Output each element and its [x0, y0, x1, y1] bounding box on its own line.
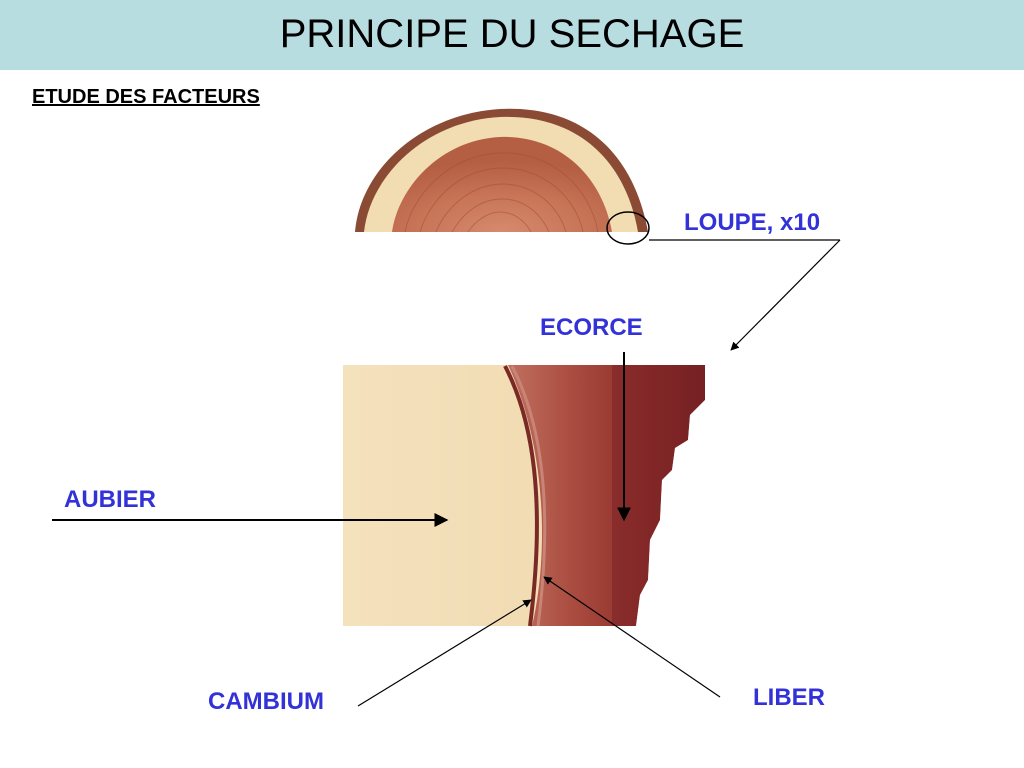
magnifier-circle-icon: [606, 211, 650, 245]
label-ecorce: ECORCE: [540, 314, 643, 341]
loupe-arrow: [730, 239, 841, 351]
slide-title: PRINCIPE DU SECHAGE: [279, 12, 745, 56]
liber-arrow: [543, 576, 721, 698]
label-aubier: AUBIER: [64, 486, 157, 513]
label-loupe: LOUPE, x10: [684, 209, 821, 236]
label-liber: LIBER: [753, 684, 825, 711]
section-subtitle: ETUDE DES FACTEURS: [32, 86, 260, 108]
log-cross-section-image: [352, 103, 650, 245]
cambium-arrow: [357, 599, 532, 707]
magnified-bark-image: [343, 365, 705, 627]
title-bar: PRINCIPE DU SECHAGE: [0, 0, 1024, 70]
label-cambium: CAMBIUM: [208, 688, 324, 715]
